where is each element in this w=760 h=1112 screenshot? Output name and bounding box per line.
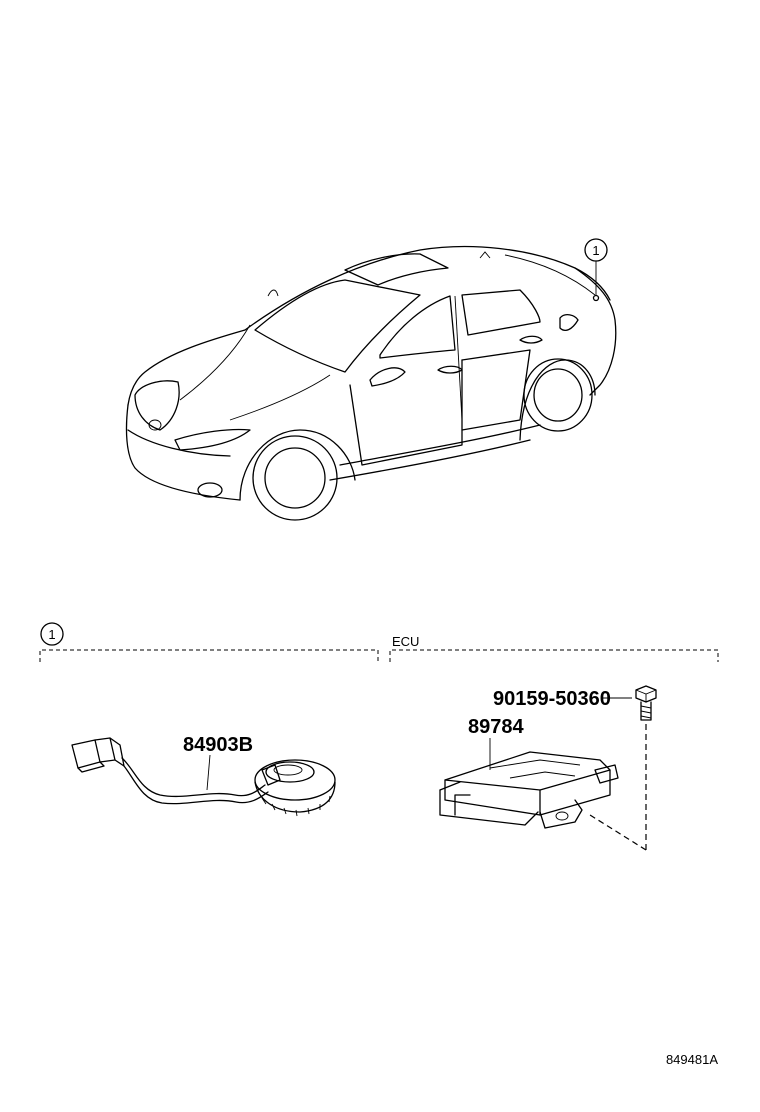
car-illustration: 1 bbox=[125, 238, 617, 521]
left-section-marker-circle bbox=[40, 622, 64, 646]
part-number-90159-50360: 90159-50360 bbox=[493, 688, 611, 710]
part-number-89784: 89784 bbox=[468, 716, 524, 738]
sensor-harness-drawing: 84903B bbox=[71, 734, 336, 817]
car-callout-number: 1 bbox=[592, 243, 599, 258]
left-section-frame: 1 bbox=[39, 622, 379, 662]
part-number-84903B: 84903B bbox=[183, 734, 253, 756]
figure-code: 849481A bbox=[666, 1052, 718, 1067]
bolt-icon bbox=[635, 685, 657, 721]
ecu-drawing: 90159-50360 89784 bbox=[439, 685, 657, 851]
right-section-frame: ECU bbox=[389, 634, 719, 662]
left-section-marker: 1 bbox=[48, 627, 55, 642]
ecu-section-title: ECU bbox=[392, 634, 419, 649]
